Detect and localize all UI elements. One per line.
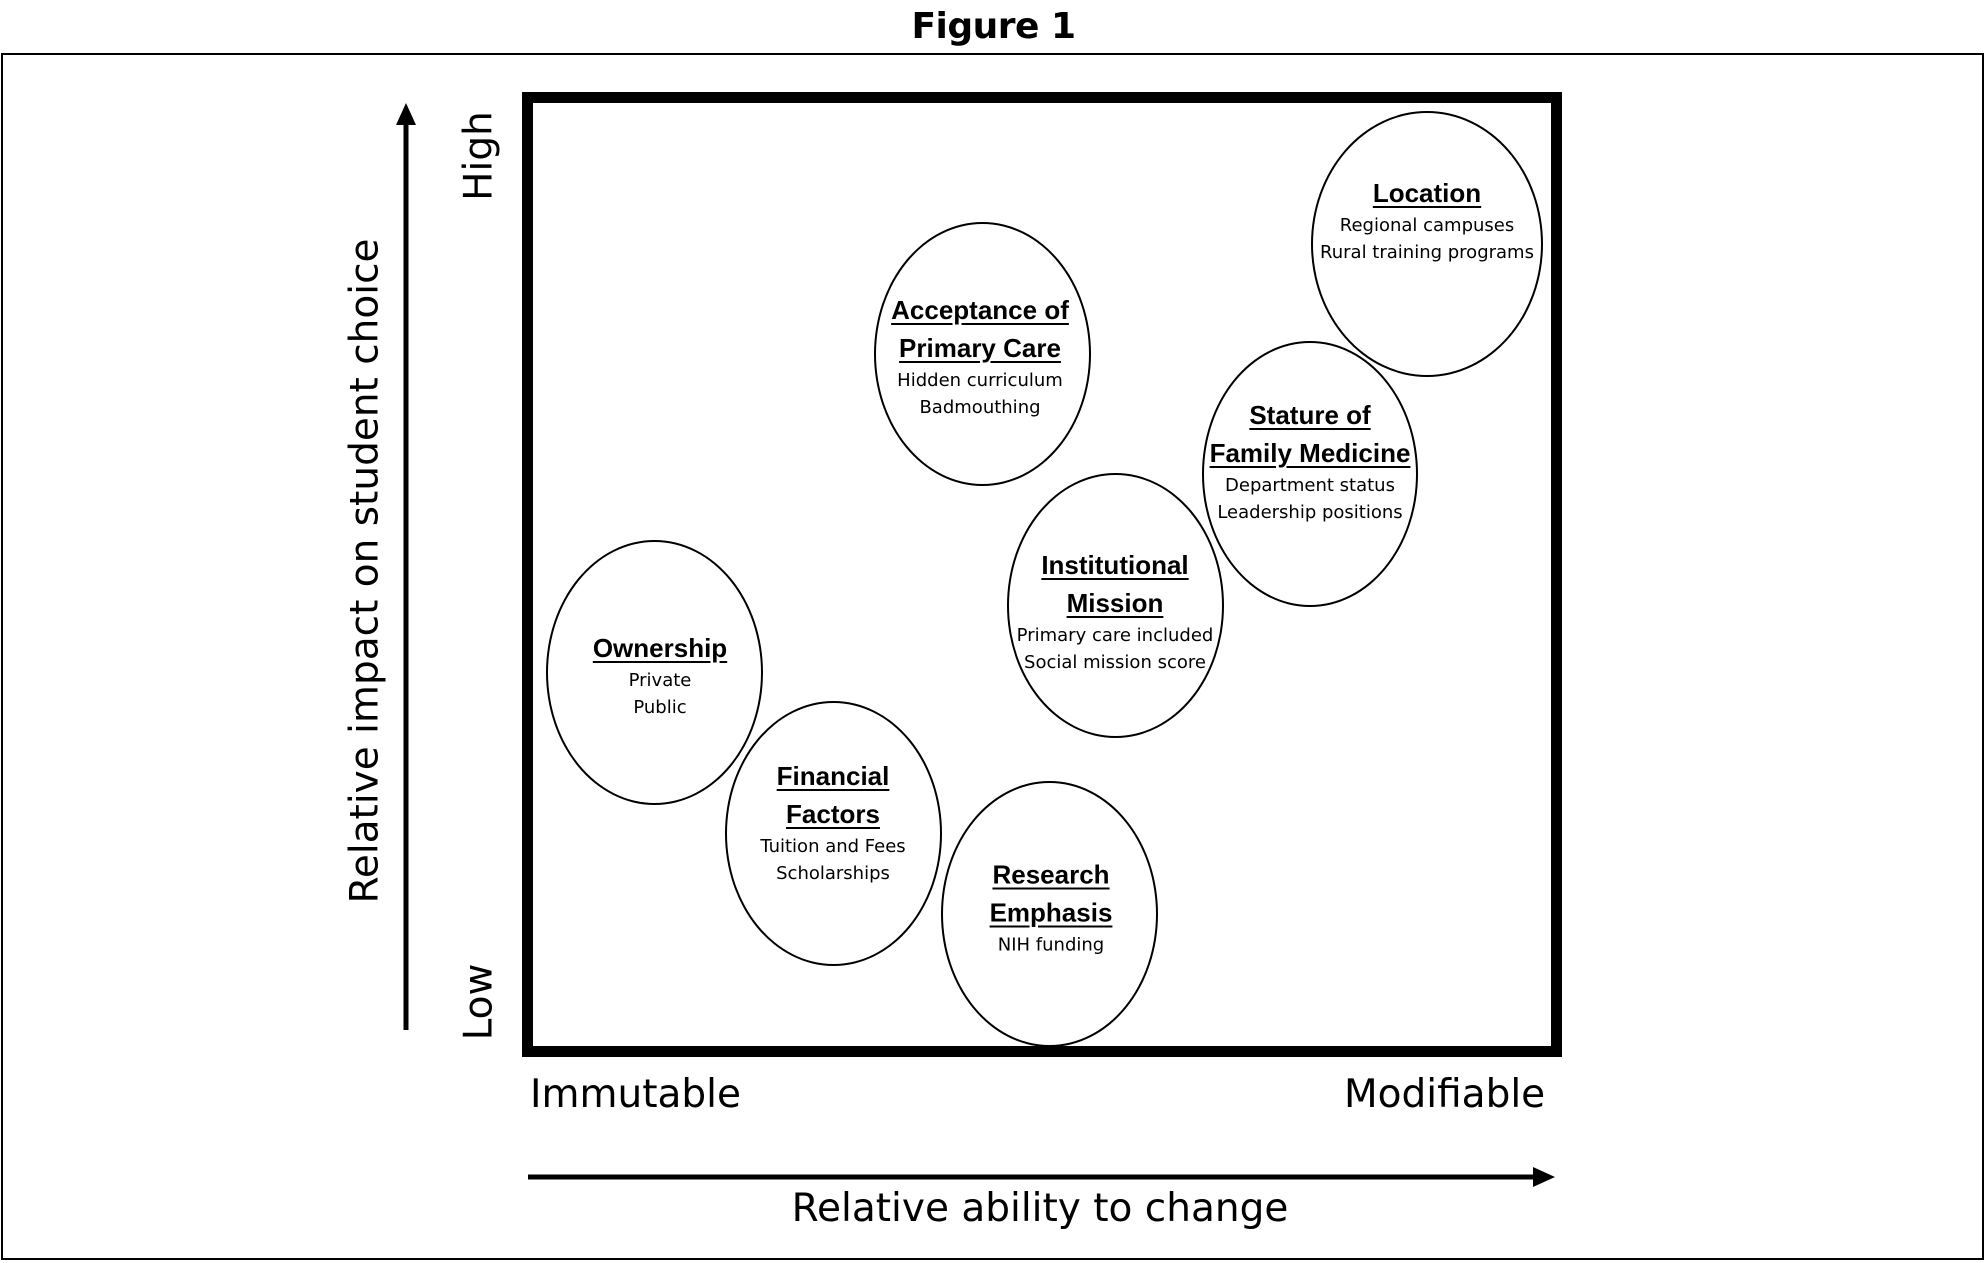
factor-title: Research: [992, 859, 1110, 890]
factor-ellipse-institutional-mission: [1007, 473, 1224, 738]
factor-stature-of-family-medicine: Stature of Family Medicine Department st…: [1210, 396, 1411, 526]
y-axis-arrow: [396, 103, 416, 1030]
factor-financial-factors: Financial Factors Tuition and Fees Schol…: [760, 757, 905, 887]
factor-title: Factors: [786, 799, 880, 829]
x-axis-arrow: [528, 1167, 1555, 1187]
factor-detail: Department status: [1225, 475, 1395, 496]
factor-title: Primary Care: [899, 333, 1061, 363]
factor-detail: Regional campuses: [1339, 215, 1515, 236]
factor-title: Location: [1372, 178, 1482, 208]
y-axis-low-label: Low: [456, 963, 502, 1041]
factor-ownership: Ownership Private Public: [593, 629, 727, 721]
factor-title: Family Medicine: [1209, 438, 1411, 468]
factor-institutional-mission: Institutional Mission Primary care inclu…: [1017, 546, 1214, 676]
factor-detail: Primary care included: [1016, 625, 1214, 646]
factor-detail: Scholarships: [776, 863, 890, 884]
factor-ellipse-acceptance-of-primary-care: [874, 222, 1091, 486]
factor-acceptance-of-primary-care: Acceptance of Primary Care Hidden curric…: [891, 291, 1069, 421]
factor-title: Financial: [776, 761, 890, 791]
factor-title: Institutional: [1041, 550, 1189, 580]
factor-title: Acceptance of: [891, 295, 1069, 325]
y-axis-high-label: High: [456, 111, 502, 201]
factor-detail: Leadership positions: [1217, 502, 1403, 523]
factor-detail: Private: [628, 670, 692, 691]
factor-location: Location Regional campuses Rural trainin…: [1320, 174, 1534, 266]
factor-ellipse-location: [1311, 111, 1543, 377]
factor-title: Mission: [1066, 588, 1164, 618]
factor-title: Ownership: [592, 633, 728, 663]
factor-title: Stature of: [1249, 400, 1371, 430]
factor-detail: Badmouthing: [919, 397, 1041, 418]
factor-detail: Hidden curriculum: [897, 370, 1063, 391]
figure-title: Figure 1: [911, 6, 1076, 47]
factor-research-emphasis: Research Emphasis NIH funding: [990, 856, 1113, 959]
quadrant-box: [522, 92, 1562, 1057]
factor-ellipse-stature-of-family-medicine: [1202, 341, 1418, 607]
factor-detail: Rural training programs: [1320, 242, 1534, 263]
figure-frame: [1, 53, 1984, 1260]
x-axis-high-label: Modifiable: [1344, 1072, 1546, 1117]
factor-ellipse-financial-factors: [725, 701, 942, 966]
x-axis-low-label: Immutable: [530, 1072, 741, 1117]
factor-detail: Public: [633, 697, 687, 718]
factor-ellipse-ownership: [546, 540, 763, 805]
x-axis-label: Relative ability to change: [791, 1186, 1289, 1231]
y-axis-label: Relative impact on student choice: [342, 238, 388, 904]
factor-detail: NIH funding: [997, 934, 1105, 956]
factor-title: Emphasis: [989, 897, 1113, 928]
factor-ellipse-research-emphasis: [941, 781, 1158, 1047]
factor-detail: Tuition and Fees: [760, 836, 906, 857]
factor-detail: Social mission score: [1024, 652, 1206, 673]
